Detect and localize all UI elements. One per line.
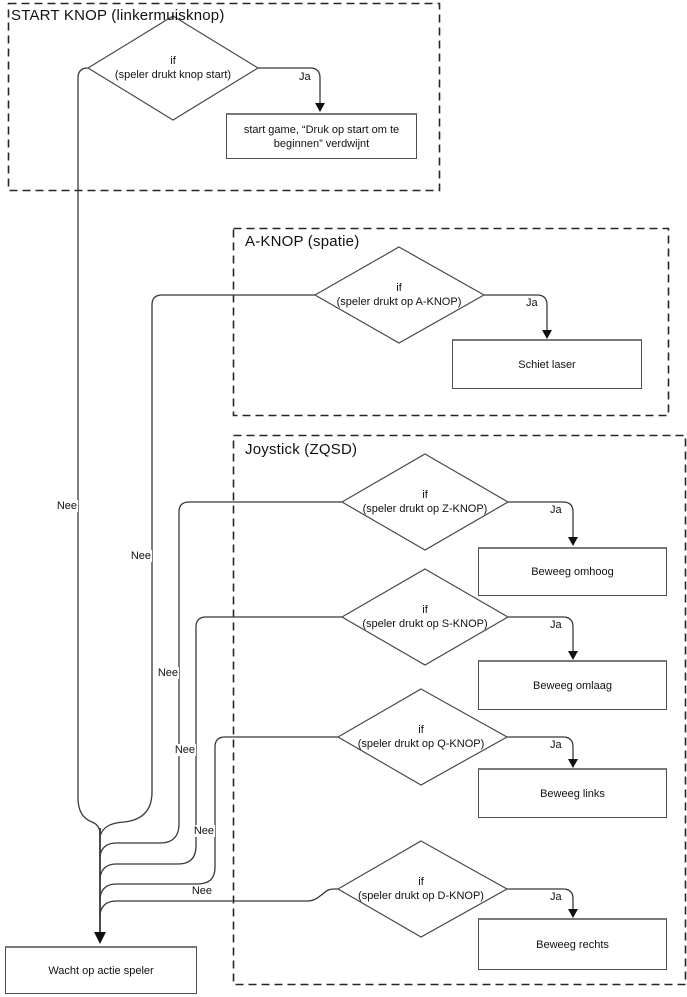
section-box-start-knop — [7, 2, 441, 192]
condition-keyword: if — [396, 282, 402, 294]
decision-diamond-z-knop — [340, 453, 510, 551]
condition-text: (speler drukt op Q-KNOP) — [357, 738, 485, 750]
edge-label-nee-q-knop: Nee — [189, 825, 215, 837]
section-title-a-knop: A-KNOP (spatie) — [245, 233, 360, 250]
decision-label-s-knop: if (speler drukt op S-KNOP) — [340, 603, 510, 631]
condition-text: (speler drukt op D-KNOP) — [358, 890, 484, 902]
edge-label-ja-d-knop: Ja — [549, 891, 563, 903]
arrowhead-schiet-laser — [542, 330, 552, 339]
decision-label-z-knop: if (speler drukt op Z-KNOP) — [340, 488, 510, 516]
decision-diamond-a-knop — [313, 246, 486, 344]
arrowhead-beweeg-links — [568, 759, 578, 768]
decision-diamond-start — [86, 15, 260, 121]
edge-nee-z-knop — [99, 501, 342, 859]
edge-ja-s-knop — [508, 616, 574, 652]
edge-ja-start — [258, 67, 321, 104]
arrowhead-start-action — [315, 103, 325, 112]
edge-ja-q-knop — [507, 736, 574, 760]
edge-ja-z-knop — [508, 501, 574, 538]
edge-label-ja-z-knop: Ja — [549, 504, 563, 516]
edge-ja-d-knop — [507, 888, 574, 910]
edge-nee-start — [77, 67, 101, 835]
edge-label-nee-start: Nee — [52, 500, 78, 512]
decision-label-d-knop: if (speler drukt op D-KNOP) — [336, 875, 506, 903]
section-title-joystick: Joystick (ZQSD) — [245, 441, 358, 458]
section-title-start-knop: START KNOP (linkermuisknop) — [11, 7, 225, 24]
condition-text: (speler drukt op S-KNOP) — [362, 618, 488, 630]
arrowhead-beweeg-omhoog — [568, 537, 578, 546]
section-box-joystick — [232, 434, 687, 986]
condition-keyword: if — [422, 489, 428, 501]
edge-label-nee-z-knop: Nee — [153, 667, 179, 679]
process-box-wacht-op-actie: Wacht op actie speler — [5, 946, 197, 994]
edge-label-ja-a-knop: Ja — [525, 297, 539, 309]
decision-diamond-q-knop — [336, 688, 509, 786]
process-box-beweeg-omlaag: Beweeg omlaag — [478, 660, 667, 710]
condition-text: (speler drukt knop start) — [114, 69, 232, 81]
process-box-beweeg-omhoog: Beweeg omhoog — [478, 547, 667, 596]
edge-nee-s-knop — [99, 616, 342, 881]
edge-label-ja-start: Ja — [298, 71, 312, 83]
edge-nee-d-knop — [99, 888, 338, 917]
condition-text: (speler drukt op Z-KNOP) — [362, 503, 488, 515]
decision-diamond-s-knop — [340, 568, 510, 666]
decision-label-start: if (speler drukt knop start) — [88, 54, 258, 82]
edge-ja-a-knop — [484, 294, 548, 331]
edge-label-nee-a-knop: Nee — [126, 550, 152, 562]
decision-diamond-d-knop — [336, 840, 509, 938]
decision-label-q-knop: if (speler drukt op Q-KNOP) — [336, 723, 506, 751]
process-box-beweeg-links: Beweeg links — [478, 768, 667, 818]
edge-label-ja-q-knop: Ja — [549, 739, 563, 751]
process-box-beweeg-rechts: Beweeg rechts — [478, 918, 667, 970]
condition-keyword: if — [170, 55, 176, 67]
arrowhead-beweeg-omlaag — [568, 651, 578, 660]
edge-nee-a-knop — [99, 294, 315, 837]
condition-keyword: if — [418, 724, 424, 736]
process-box-schiet-laser: Schiet laser — [452, 339, 642, 389]
decision-label-a-knop: if (speler drukt op A-KNOP) — [314, 281, 484, 309]
arrowhead-beweeg-rechts — [568, 909, 578, 918]
condition-text: (speler drukt op A-KNOP) — [336, 296, 462, 308]
edge-nee-q-knop — [99, 736, 338, 901]
section-box-a-knop — [232, 227, 670, 417]
edge-label-nee-d-knop: Nee — [187, 885, 213, 897]
condition-keyword: if — [418, 876, 424, 888]
arrowhead-wait-box — [94, 932, 106, 944]
edge-label-nee-s-knop: Nee — [170, 744, 196, 756]
process-box-start-game: start game, “Druk op start om te beginne… — [226, 113, 417, 159]
edge-label-ja-s-knop: Ja — [549, 619, 563, 631]
condition-keyword: if — [422, 604, 428, 616]
